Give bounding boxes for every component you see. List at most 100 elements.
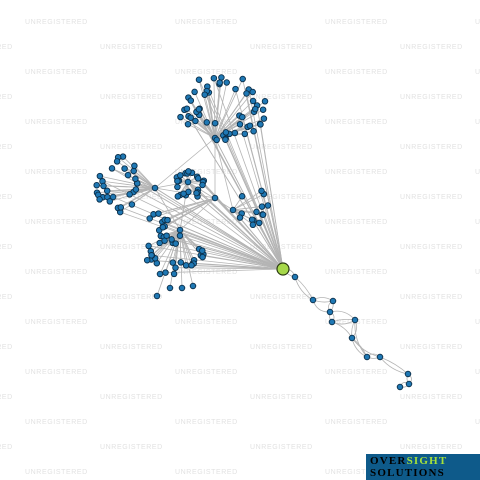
graph-node[interactable] [164, 216, 171, 224]
graph-node[interactable] [326, 308, 334, 316]
graph-node[interactable] [183, 105, 191, 112]
graph-node[interactable] [124, 171, 132, 179]
graph-node[interactable] [232, 85, 239, 93]
graph-node[interactable] [172, 240, 179, 247]
graph-node[interactable] [187, 97, 195, 104]
graph-node[interactable] [117, 204, 125, 211]
graph-node[interactable] [329, 297, 337, 305]
graph-node[interactable] [264, 202, 272, 209]
graph-node[interactable] [174, 177, 181, 185]
graph-node[interactable] [236, 121, 244, 128]
graph-node[interactable] [177, 259, 185, 266]
graph-node[interactable] [348, 334, 356, 342]
graph-node[interactable] [108, 165, 116, 172]
graph-node[interactable] [185, 168, 192, 175]
graph-node[interactable] [151, 184, 159, 192]
graph-node[interactable] [126, 191, 133, 198]
graph-node[interactable] [261, 98, 269, 105]
graph-node[interactable] [153, 292, 161, 300]
graph-node[interactable] [148, 252, 155, 259]
graph-node[interactable] [170, 270, 178, 278]
graph-node[interactable] [257, 121, 264, 128]
graph-node[interactable] [176, 226, 184, 234]
graph-node[interactable] [143, 256, 151, 264]
graph-node[interactable] [191, 88, 198, 96]
graph-node[interactable] [145, 242, 152, 250]
graph-node[interactable] [146, 215, 153, 222]
graph-node[interactable] [168, 236, 175, 243]
graph-node[interactable] [199, 181, 206, 189]
graph-node[interactable] [222, 136, 229, 143]
graph-node[interactable] [203, 119, 211, 126]
graph-node[interactable] [229, 206, 237, 214]
graph-node[interactable] [178, 284, 186, 292]
graph-node[interactable] [363, 353, 371, 361]
graph-node[interactable] [193, 189, 200, 197]
graph-node[interactable] [162, 269, 169, 276]
graph-node[interactable] [239, 75, 246, 83]
graph-node[interactable] [213, 136, 220, 144]
graph-node[interactable] [182, 262, 190, 269]
graph-node[interactable] [184, 178, 192, 186]
graph-node[interactable] [255, 219, 263, 227]
graph-node[interactable] [177, 113, 184, 121]
graph-node[interactable] [195, 76, 203, 83]
graph-node[interactable] [216, 79, 223, 86]
graph-node[interactable] [239, 113, 246, 121]
graph-node[interactable] [222, 129, 230, 136]
graph-node[interactable] [259, 211, 267, 218]
graph-node[interactable] [194, 175, 202, 182]
graph-node[interactable] [223, 79, 230, 86]
graph-node[interactable] [195, 106, 203, 113]
graph-node[interactable] [250, 127, 257, 135]
graph-node[interactable] [155, 210, 162, 217]
graph-node[interactable] [113, 158, 121, 165]
graph-node[interactable] [166, 284, 174, 292]
graph-node[interactable] [376, 353, 384, 361]
graph-node[interactable] [96, 172, 104, 180]
graph-node[interactable] [309, 296, 317, 304]
graph-node[interactable] [405, 380, 413, 388]
graph-node[interactable] [249, 88, 256, 96]
graph-node[interactable] [253, 208, 260, 216]
graph-node[interactable] [404, 370, 412, 378]
graph-node[interactable] [176, 232, 184, 239]
graph-node[interactable] [188, 262, 195, 269]
graph-node[interactable] [259, 106, 267, 113]
graph-node[interactable] [258, 187, 265, 195]
graph-node[interactable] [246, 122, 254, 129]
graph-node[interactable] [201, 91, 208, 98]
graph-node[interactable] [236, 214, 244, 221]
graph-node[interactable] [169, 259, 177, 266]
graph-node[interactable] [159, 224, 167, 231]
graph-node[interactable] [163, 232, 170, 239]
graph-node[interactable] [96, 196, 103, 203]
graph-node[interactable] [249, 221, 257, 229]
graph-node[interactable] [121, 165, 128, 172]
graph-node[interactable] [132, 186, 140, 193]
graph-node[interactable] [396, 383, 404, 391]
graph-node[interactable] [249, 97, 257, 105]
graph-node[interactable] [174, 183, 181, 191]
graph-node[interactable] [328, 318, 336, 326]
graph-node[interactable] [351, 316, 359, 324]
graph-node[interactable] [172, 264, 179, 271]
graph-node[interactable] [128, 201, 136, 208]
graph-node[interactable] [243, 90, 250, 97]
graph-node[interactable] [211, 119, 219, 127]
graph-node[interactable] [238, 193, 246, 200]
graph-node[interactable] [184, 120, 192, 128]
graph-node[interactable] [210, 74, 218, 82]
graph-node[interactable] [180, 190, 187, 197]
graph-node[interactable] [260, 115, 268, 122]
graph-node[interactable] [192, 117, 199, 125]
graph-node[interactable] [189, 282, 197, 290]
graph-node[interactable] [132, 175, 139, 183]
graph-node[interactable] [187, 114, 194, 121]
graph-node[interactable] [93, 181, 100, 189]
graph-node[interactable] [130, 167, 137, 175]
graph-node[interactable] [211, 194, 219, 202]
graph-node[interactable] [252, 105, 259, 113]
graph-node[interactable] [174, 193, 182, 200]
graph-node[interactable] [241, 130, 249, 138]
